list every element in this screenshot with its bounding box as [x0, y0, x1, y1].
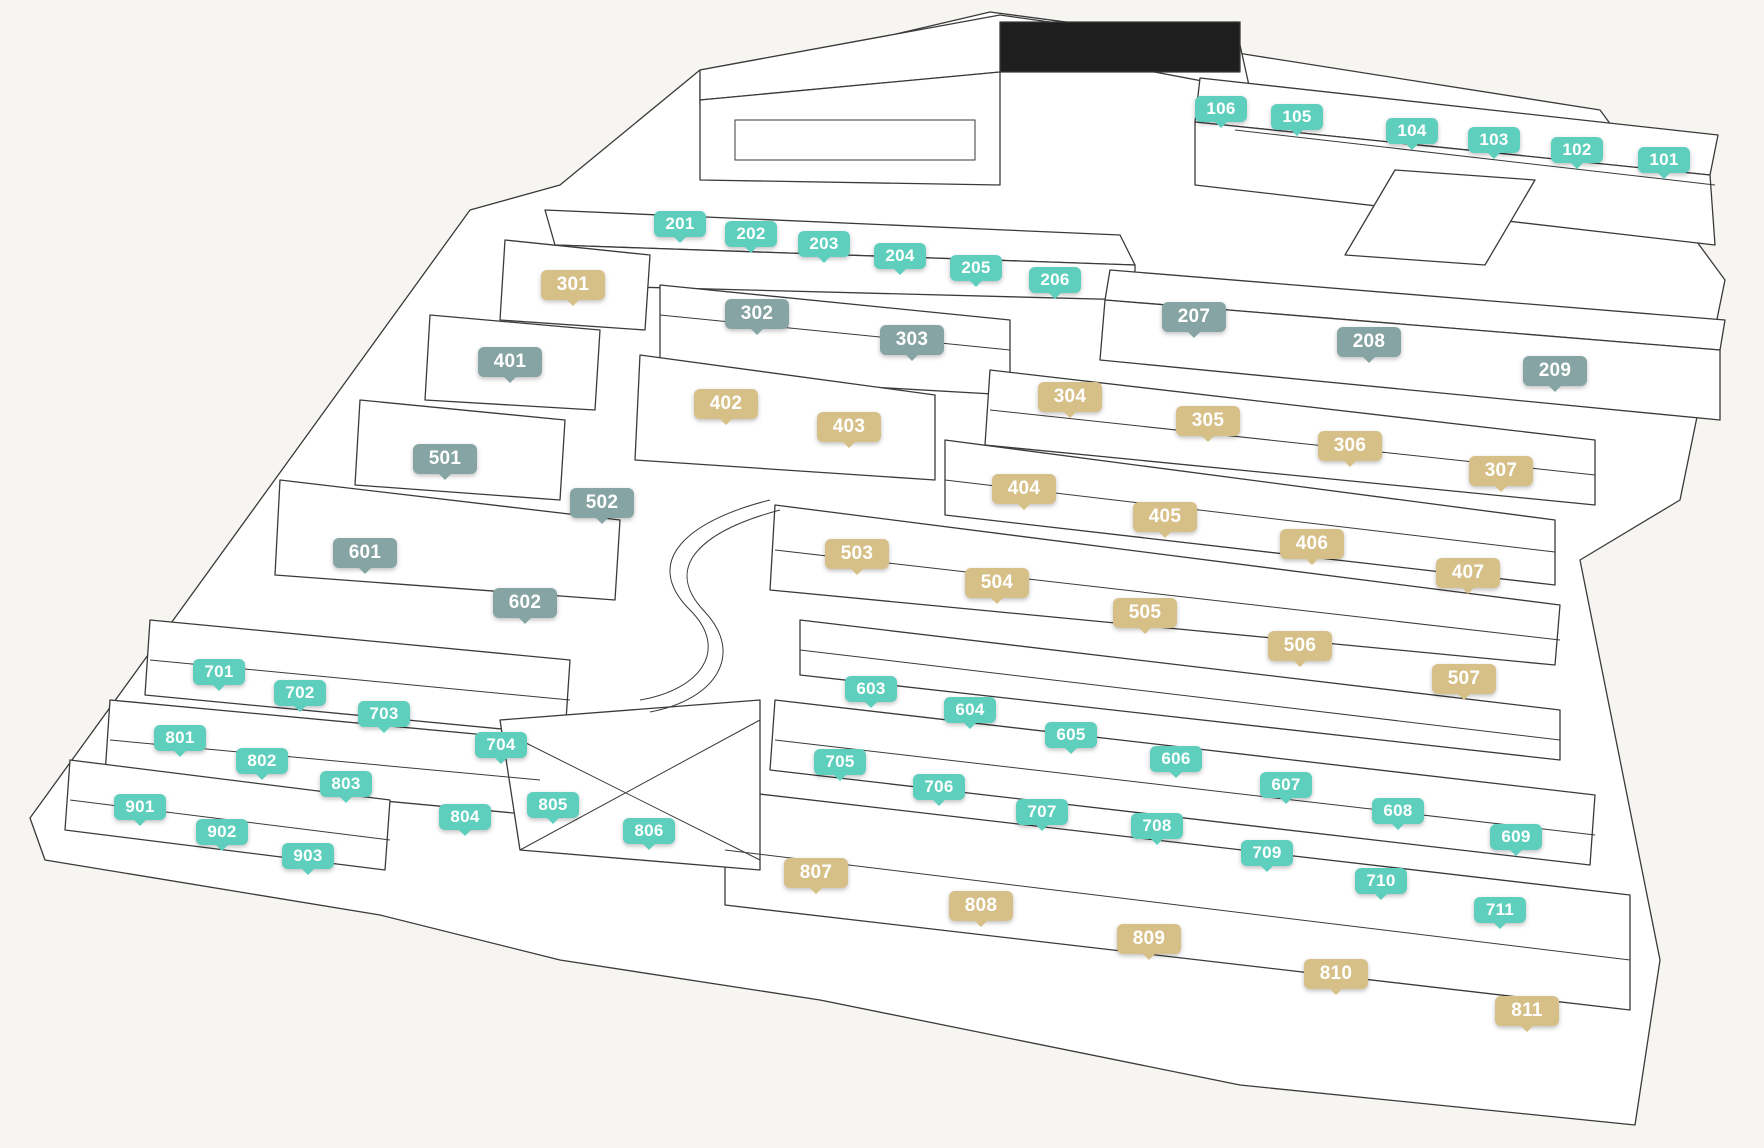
- unit-label-403[interactable]: 403: [817, 412, 881, 448]
- unit-label-707[interactable]: 707: [1016, 799, 1068, 831]
- unit-label-810[interactable]: 810: [1304, 959, 1368, 995]
- unit-label-102[interactable]: 102: [1551, 137, 1603, 169]
- unit-label-607[interactable]: 607: [1260, 772, 1312, 804]
- unit-label-506[interactable]: 506: [1268, 631, 1332, 667]
- unit-label-302[interactable]: 302: [725, 299, 789, 335]
- terrace-200-right-face: [1099, 299, 1721, 421]
- unit-label-106[interactable]: 106: [1195, 96, 1247, 128]
- unit-label-704[interactable]: 704: [475, 732, 527, 764]
- unit-label-801[interactable]: 801: [154, 725, 206, 757]
- unit-label-304[interactable]: 304: [1038, 382, 1102, 418]
- unit-label-501[interactable]: 501: [413, 444, 477, 480]
- unit-label-404[interactable]: 404: [992, 474, 1056, 510]
- unit-label-207[interactable]: 207: [1162, 302, 1226, 338]
- unit-label-809[interactable]: 809: [1117, 924, 1181, 960]
- unit-label-811[interactable]: 811: [1495, 996, 1559, 1032]
- unit-label-603[interactable]: 603: [845, 676, 897, 708]
- unit-label-604[interactable]: 604: [944, 697, 996, 729]
- south-courtyard: [499, 699, 761, 871]
- unit-label-307[interactable]: 307: [1469, 456, 1533, 492]
- unit-label-806[interactable]: 806: [623, 818, 675, 850]
- unit-label-808[interactable]: 808: [949, 891, 1013, 927]
- unit-label-205[interactable]: 205: [950, 255, 1002, 287]
- unit-label-103[interactable]: 103: [1468, 127, 1520, 159]
- unit-label-705[interactable]: 705: [814, 749, 866, 781]
- unit-label-406[interactable]: 406: [1280, 529, 1344, 565]
- unit-label-305[interactable]: 305: [1176, 406, 1240, 442]
- unit-label-503[interactable]: 503: [825, 539, 889, 575]
- unit-label-709[interactable]: 709: [1241, 840, 1293, 872]
- unit-label-706[interactable]: 706: [913, 774, 965, 806]
- unit-label-802[interactable]: 802: [236, 748, 288, 780]
- unit-label-708[interactable]: 708: [1131, 813, 1183, 845]
- unit-label-206[interactable]: 206: [1029, 267, 1081, 299]
- unit-label-105[interactable]: 105: [1271, 104, 1323, 136]
- unit-label-710[interactable]: 710: [1355, 868, 1407, 900]
- unit-label-209[interactable]: 209: [1523, 356, 1587, 392]
- unit-label-702[interactable]: 702: [274, 680, 326, 712]
- unit-label-502[interactable]: 502: [570, 488, 634, 524]
- unit-label-805[interactable]: 805: [527, 792, 579, 824]
- unit-label-601[interactable]: 601: [333, 538, 397, 574]
- terrace-400-right: [944, 439, 1556, 586]
- unit-label-202[interactable]: 202: [725, 221, 777, 253]
- unit-label-703[interactable]: 703: [358, 701, 410, 733]
- terrace-400-left: [634, 354, 936, 481]
- unit-label-405[interactable]: 405: [1133, 502, 1197, 538]
- terrace-500: [769, 504, 1561, 666]
- terrace-300-right: [984, 369, 1596, 506]
- unit-label-606[interactable]: 606: [1150, 746, 1202, 778]
- unit-label-608[interactable]: 608: [1372, 798, 1424, 830]
- west-block-900: [64, 759, 391, 871]
- unit-label-605[interactable]: 605: [1045, 722, 1097, 754]
- unit-label-303[interactable]: 303: [880, 325, 944, 361]
- unit-label-201[interactable]: 201: [654, 211, 706, 243]
- unit-label-101[interactable]: 101: [1638, 147, 1690, 179]
- unit-label-803[interactable]: 803: [320, 771, 372, 803]
- unit-label-401[interactable]: 401: [478, 347, 542, 383]
- unit-label-903[interactable]: 903: [282, 843, 334, 875]
- unit-label-306[interactable]: 306: [1318, 431, 1382, 467]
- unit-label-804[interactable]: 804: [439, 804, 491, 836]
- unit-label-203[interactable]: 203: [798, 231, 850, 263]
- terrace-600: [799, 619, 1561, 761]
- curved-path: [639, 499, 771, 701]
- unit-label-901[interactable]: 901: [114, 794, 166, 826]
- courtyard-pool: [1344, 169, 1536, 266]
- dark-solar-block: [999, 21, 1241, 73]
- unit-label-602[interactable]: 602: [493, 588, 557, 624]
- unit-label-902[interactable]: 902: [196, 819, 248, 851]
- unit-label-701[interactable]: 701: [193, 659, 245, 691]
- unit-label-505[interactable]: 505: [1113, 598, 1177, 634]
- unit-label-301[interactable]: 301: [541, 270, 605, 306]
- unit-label-609[interactable]: 609: [1490, 824, 1542, 856]
- unit-label-402[interactable]: 402: [694, 389, 758, 425]
- unit-label-204[interactable]: 204: [874, 243, 926, 275]
- unit-label-104[interactable]: 104: [1386, 118, 1438, 150]
- unit-label-711[interactable]: 711: [1474, 897, 1526, 929]
- unit-label-507[interactable]: 507: [1432, 664, 1496, 700]
- building-100-facade: [699, 71, 1001, 186]
- unit-label-407[interactable]: 407: [1436, 558, 1500, 594]
- unit-label-208[interactable]: 208: [1337, 327, 1401, 363]
- top-glazing: [734, 119, 976, 161]
- unit-label-807[interactable]: 807: [784, 858, 848, 894]
- unit-label-504[interactable]: 504: [965, 568, 1029, 604]
